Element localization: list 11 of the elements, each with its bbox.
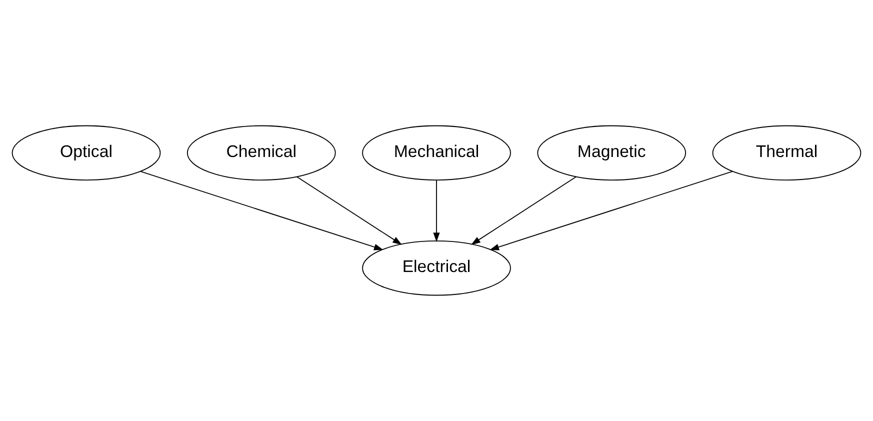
node-ellipse: Mechanical (362, 125, 511, 181)
node-ellipse: Optical (12, 125, 161, 181)
node-ellipse: Magnetic (537, 125, 686, 181)
node-ellipse: Chemical (186, 125, 336, 181)
node-ellipse: Thermal (712, 125, 862, 181)
arrow (433, 180, 440, 242)
arrow (140, 170, 384, 250)
arrow (296, 176, 402, 245)
arrow (471, 176, 577, 245)
node-ellipse: Electrical (362, 240, 511, 296)
arrow (490, 170, 733, 250)
